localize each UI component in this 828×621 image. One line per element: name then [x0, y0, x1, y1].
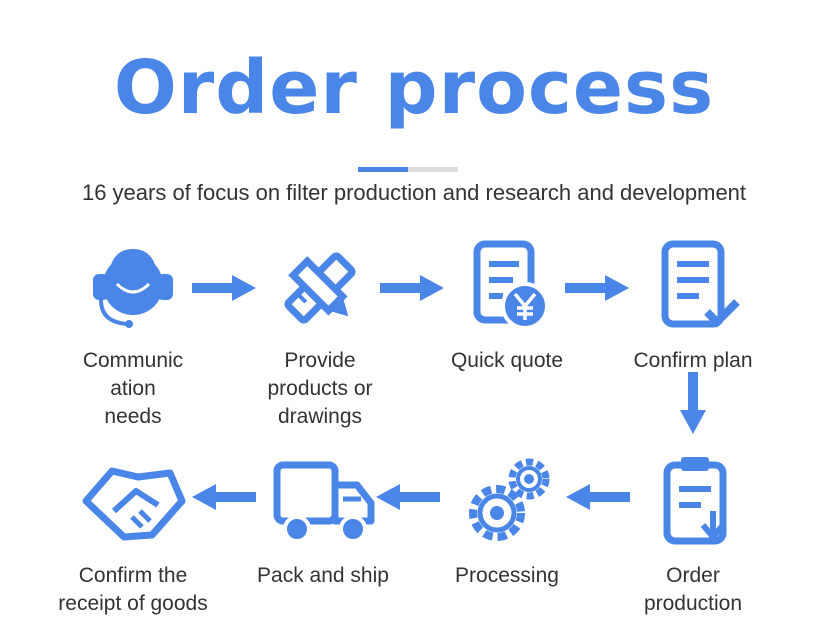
title-divider [358, 167, 458, 172]
headset-icon [93, 248, 173, 328]
arrow-left-icon [566, 484, 630, 510]
arrow-down-icon [680, 372, 706, 434]
page-title: Order process [113, 45, 715, 131]
step-quick-quote: Quick quote [427, 240, 587, 375]
truck-icon [273, 461, 375, 543]
step-label: Quick quote [450, 349, 564, 372]
step-pack-and-ship: Pack and ship [243, 455, 403, 590]
step-processing: Processing [427, 455, 587, 590]
page-subtitle: 16 years of focus on filter production a… [81, 180, 747, 205]
title-divider-accent [358, 167, 408, 172]
gears-icon [469, 458, 550, 541]
pencil-ruler-icon [284, 252, 356, 324]
arrow-right-icon [565, 275, 629, 301]
arrow-right-icon [380, 275, 444, 301]
yuan-document-icon [473, 240, 549, 330]
arrow-right-icon [192, 275, 256, 301]
step-label: Processing [455, 564, 559, 587]
checked-document-icon [661, 240, 740, 328]
step-label: Pack and ship [257, 564, 389, 587]
step-confirm-plan: Confirm plan [613, 240, 773, 375]
arrow-left-icon [376, 484, 440, 510]
arrow-left-icon [192, 484, 256, 510]
clipboard-download-icon [663, 457, 727, 545]
handshake-icon [82, 467, 186, 541]
step-label: Confirm plan [633, 349, 753, 372]
